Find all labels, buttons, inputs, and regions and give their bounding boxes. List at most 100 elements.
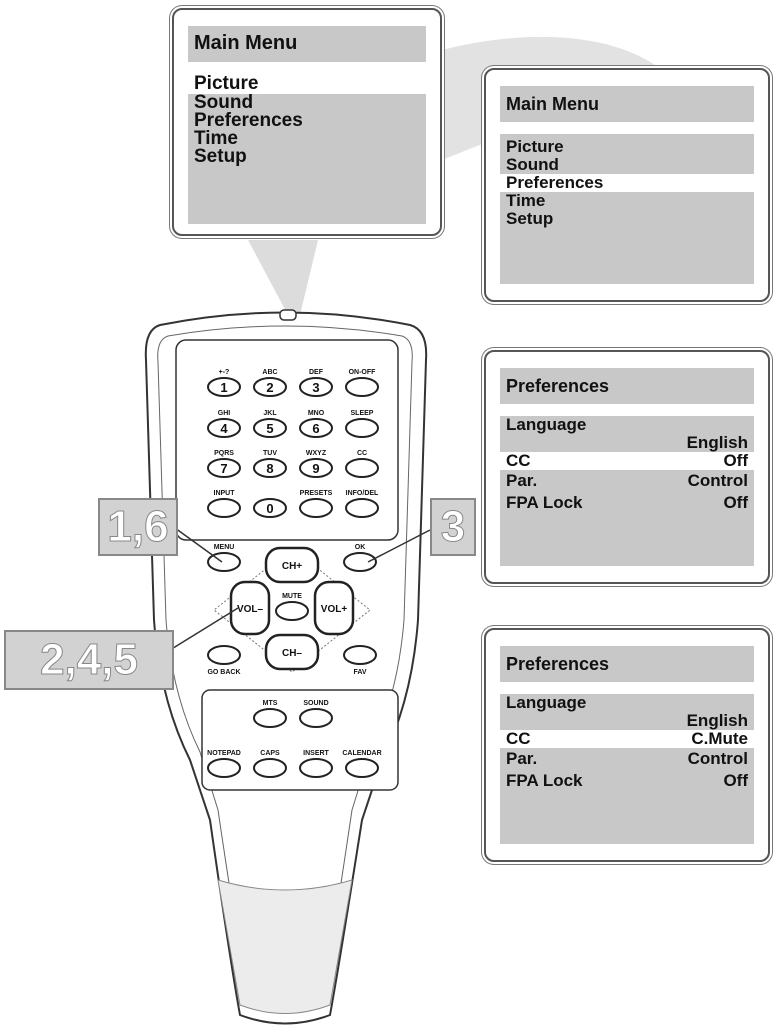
calendar-button[interactable]: CALENDAR <box>342 750 382 778</box>
callout-step-3: 3 <box>430 498 476 556</box>
button-shape[interactable] <box>299 498 333 518</box>
ok-button[interactable]: OK <box>343 544 377 572</box>
button-shape[interactable] <box>207 498 241 518</box>
screen-preferences-cc-mute: Preferences Language English CC C.Mute P… <box>484 628 770 862</box>
button-shape[interactable] <box>343 645 377 665</box>
keypad-button-on-off[interactable]: ON-OFF <box>345 369 379 397</box>
keypad-button-presets[interactable]: PRESETS <box>299 490 333 518</box>
button-label: NOTEPAD <box>207 750 241 757</box>
button-shape[interactable] <box>253 708 287 728</box>
button-shape[interactable] <box>207 758 241 778</box>
keypad-button-0[interactable]: 0 <box>253 498 287 518</box>
screen-title: Main Menu <box>500 86 754 122</box>
keypad-button-info-del[interactable]: INFO/DEL <box>345 490 379 518</box>
fav-button[interactable] <box>343 645 377 665</box>
button-shape[interactable] <box>207 458 241 478</box>
remote-dpad: MENU OK CH+ CH–VOL– VOL+ MUTE GO BACK FAV <box>207 544 377 676</box>
go-back-label: GO BACK <box>207 669 240 676</box>
remote-lower-buttons: MTS SOUND NOTEPAD CAPS INSERT CALENDAR <box>207 700 382 778</box>
button-label: MUTE <box>282 593 302 600</box>
button-label: ABC <box>262 369 277 376</box>
button-label: MENU <box>214 544 235 551</box>
setting-row-cc-selected: CC C.Mute <box>500 730 754 748</box>
button-shape[interactable] <box>345 418 379 438</box>
button-label: +-? <box>219 369 230 376</box>
callout-steps-2-4-5: 2,4,5 <box>4 630 174 690</box>
setting-row-language: Language English <box>500 416 754 452</box>
caps-button[interactable]: CAPS <box>253 750 287 778</box>
mute-button[interactable]: MUTE <box>275 593 309 621</box>
vol-up-button[interactable]: VOL+ <box>313 580 355 636</box>
button-shape[interactable] <box>343 552 377 572</box>
button-shape[interactable] <box>253 498 287 518</box>
button-shape[interactable] <box>345 458 379 478</box>
menu-item: Sound <box>194 92 254 113</box>
notepad-button[interactable]: NOTEPAD <box>207 750 241 778</box>
fav-label: FAV <box>353 669 366 676</box>
button-shape[interactable] <box>299 758 333 778</box>
setting-value: Off <box>723 493 748 512</box>
go-back-button[interactable] <box>207 645 241 665</box>
keypad-button-sleep[interactable]: SLEEP <box>345 410 379 438</box>
setting-row-fpa-lock: FPA Lock Off <box>500 772 754 790</box>
mts-button[interactable]: MTS <box>253 700 287 728</box>
button-shape[interactable] <box>253 418 287 438</box>
menu-item: Preferences <box>194 110 303 131</box>
button-shape[interactable] <box>207 645 241 665</box>
insert-button[interactable]: INSERT <box>299 750 333 778</box>
button-number: 7 <box>220 461 227 476</box>
button-shape[interactable] <box>345 377 379 397</box>
button-number: 0 <box>266 501 273 516</box>
button-shape[interactable] <box>299 418 333 438</box>
button-shape[interactable] <box>207 377 241 397</box>
button-shape[interactable] <box>299 458 333 478</box>
dpad-key-shape[interactable] <box>313 580 355 636</box>
keypad-button-1[interactable]: +-? 1 <box>207 369 241 397</box>
button-shape[interactable] <box>345 498 379 518</box>
button-label: ON-OFF <box>349 369 377 376</box>
dpad-key-shape[interactable] <box>229 580 271 636</box>
button-shape[interactable] <box>345 758 379 778</box>
dpad-key-shape[interactable] <box>264 546 320 584</box>
screen-title: Preferences <box>500 646 754 682</box>
keypad-button-input[interactable]: INPUT <box>207 490 241 518</box>
setting-value: Control <box>687 749 748 768</box>
button-label: DEF <box>309 369 324 376</box>
button-shape[interactable] <box>207 418 241 438</box>
menu-item: Picture <box>188 74 426 94</box>
button-shape[interactable] <box>275 601 309 621</box>
setting-row-par: Par. Control <box>500 750 754 768</box>
ch-down-button[interactable]: CH– <box>264 633 320 671</box>
menu-item: Time <box>506 191 546 210</box>
dpad-key-shape[interactable] <box>264 633 320 671</box>
callout-line-1-6 <box>174 527 223 563</box>
button-shape[interactable] <box>253 458 287 478</box>
button-shape[interactable] <box>253 758 287 778</box>
button-shape[interactable] <box>299 377 333 397</box>
button-shape[interactable] <box>253 377 287 397</box>
vol-down-button[interactable]: VOL– <box>229 580 271 636</box>
setting-value: English <box>686 433 748 452</box>
button-number: 9 <box>312 461 319 476</box>
sound-button[interactable]: SOUND <box>299 700 333 728</box>
menu-list: Picture Sound Preferences Time Setup <box>500 134 754 284</box>
setting-label: Language <box>506 415 587 434</box>
button-number: 1 <box>220 380 227 395</box>
keypad-button-cc[interactable]: CC <box>345 450 379 478</box>
button-shape[interactable] <box>299 708 333 728</box>
setting-value: English <box>686 711 748 730</box>
button-label: SOUND <box>303 700 328 707</box>
setting-value: Off <box>723 451 748 470</box>
menu-item: Picture <box>506 137 564 156</box>
ch-up-button[interactable]: CH+ <box>264 546 320 584</box>
setting-label: Par. <box>506 471 538 490</box>
